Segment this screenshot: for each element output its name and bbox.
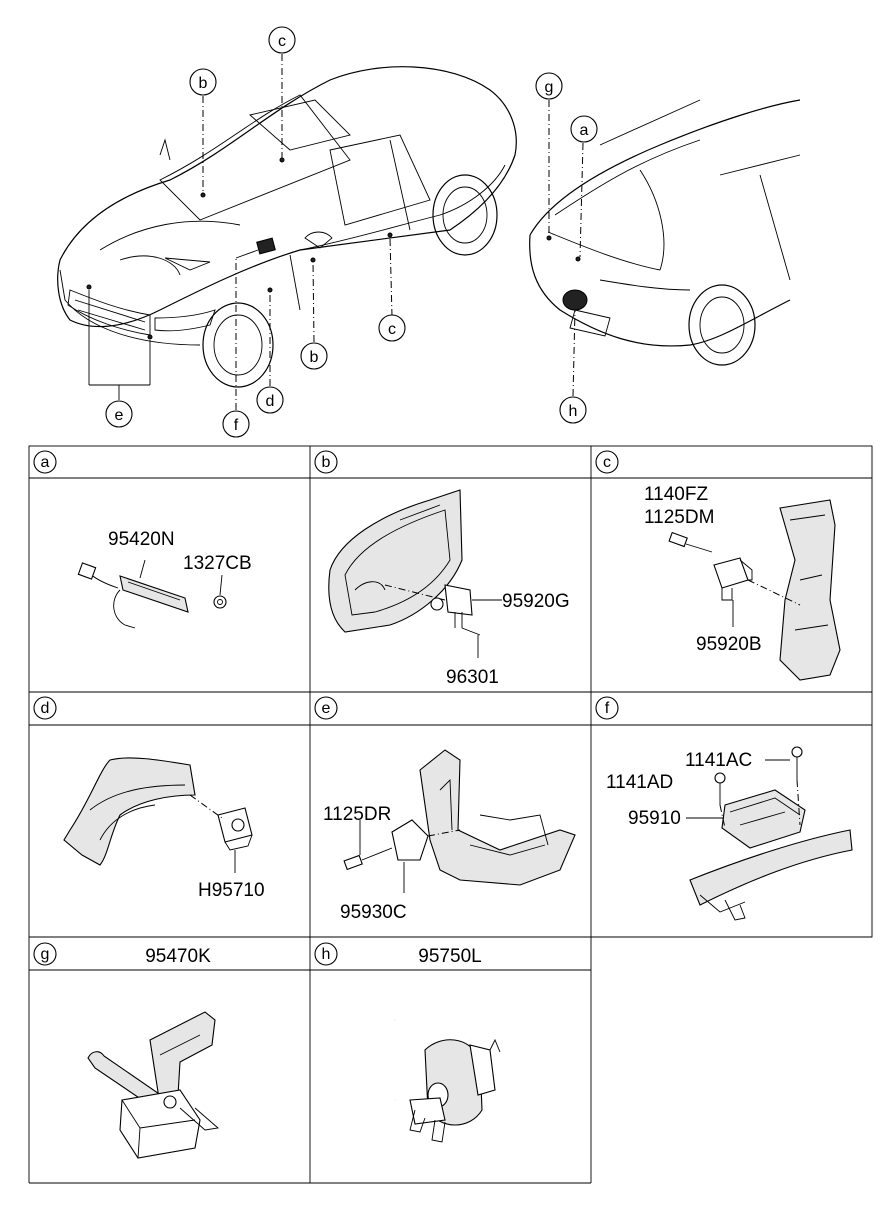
cell-b-letter: b xyxy=(322,454,331,471)
callout-d: d xyxy=(266,393,275,410)
overview-callouts: b c g a c b e f d h xyxy=(105,26,598,438)
cell-g-header-part: 95470K xyxy=(145,946,211,967)
grid-headers: a b c d e f g h 95470K 95750L xyxy=(33,450,619,967)
part-1125DM: 1125DM xyxy=(644,507,714,528)
part-95920B: 95920B xyxy=(696,634,762,655)
cell-a-letter: a xyxy=(41,454,50,471)
cell-h-drawing xyxy=(384,1014,501,1143)
part-96301: 96301 xyxy=(446,667,499,688)
cell-c-drawing xyxy=(668,499,841,681)
cell-d-drawing xyxy=(63,757,253,873)
part-95420N: 95420N xyxy=(108,529,175,550)
callout-c-top: c xyxy=(278,33,286,50)
cell-a-drawing xyxy=(77,559,227,629)
callout-c-side: c xyxy=(388,321,396,338)
cell-e-drawing xyxy=(343,749,576,893)
cell-c-letter: c xyxy=(603,454,611,471)
rear-car-illustration xyxy=(529,99,801,366)
callout-b-side: b xyxy=(310,349,319,366)
part-1327CB: 1327CB xyxy=(183,553,252,574)
cell-h-header-part: 95750L xyxy=(418,946,481,967)
part-95920G: 95920G xyxy=(502,591,570,612)
cell-f-drawing xyxy=(686,746,853,921)
cell-f-letter: f xyxy=(605,700,610,717)
callout-e: e xyxy=(115,407,124,424)
cell-b-drawing xyxy=(328,489,502,658)
callout-g: g xyxy=(545,79,554,96)
callout-a: a xyxy=(580,122,589,139)
part-95930C: 95930C xyxy=(340,902,407,923)
callout-f: f xyxy=(234,417,239,434)
part-95910: 95910 xyxy=(628,808,681,829)
front-car-illustration xyxy=(57,66,517,388)
callout-b-top: b xyxy=(199,75,208,92)
cell-g-drawing xyxy=(87,1011,220,1159)
cell-d-letter: d xyxy=(41,700,50,717)
cell-h-letter: h xyxy=(322,946,331,963)
cell-g-letter: g xyxy=(41,946,50,963)
parts-grid xyxy=(28,445,873,1184)
part-1141AD: 1141AD xyxy=(606,772,673,793)
cell-e-letter: e xyxy=(322,700,331,717)
part-1140FZ: 1140FZ xyxy=(644,484,708,505)
callout-h: h xyxy=(569,403,578,420)
part-H95710: H95710 xyxy=(198,880,265,901)
part-1125DR: 1125DR xyxy=(323,804,391,825)
part-1141AC: 1141AC xyxy=(685,750,752,771)
